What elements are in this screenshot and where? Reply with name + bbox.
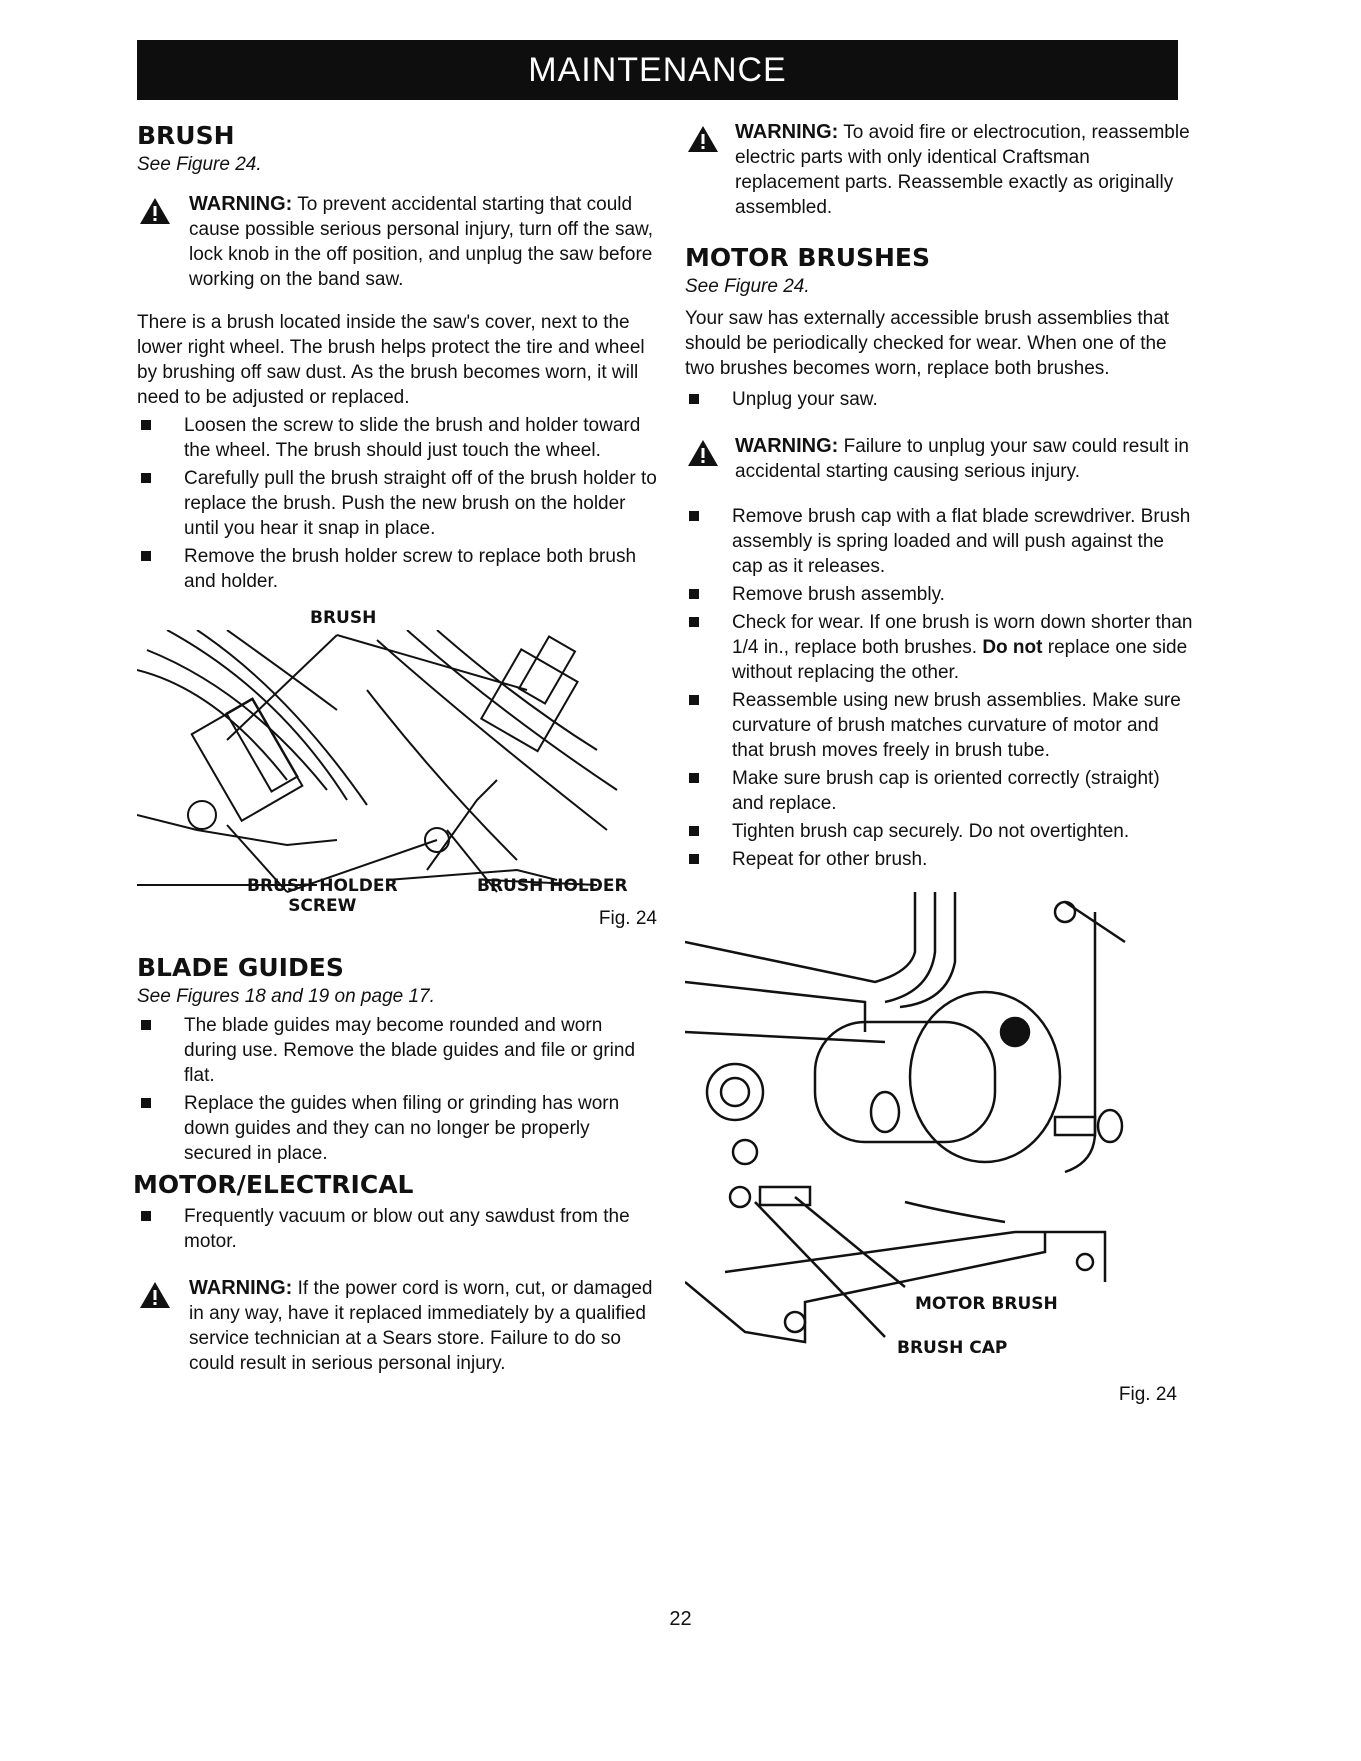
figure-caption: Fig. 24 — [1118, 1384, 1177, 1405]
figure-label-brush-cap: BRUSH CAP — [897, 1338, 1008, 1358]
motor-electrical-warning-label: WARNING: — [189, 1277, 293, 1299]
list-item: Make sure brush cap is oriented correctl… — [685, 766, 1195, 816]
list-item: Unplug your saw. — [685, 387, 1195, 412]
motor-brushes-steps: Remove brush cap with a flat blade screw… — [685, 504, 1195, 872]
bullet-icon — [689, 773, 699, 783]
list-item: Remove brush assembly. — [685, 582, 1195, 607]
list-item: Replace the guides when filing or grindi… — [137, 1091, 657, 1166]
blade-guides-see-figure: See Figures 18 and 19 on page 17. — [137, 986, 435, 1007]
motor-brushes-warning-text: Failure to unplug your saw could result … — [735, 436, 1189, 482]
brush-warning-text: To prevent accidental starting that coul… — [189, 194, 653, 290]
list-item: Remove brush cap with a flat blade screw… — [685, 504, 1195, 579]
motor-brush-illustration — [685, 892, 1126, 1344]
page-number: 22 — [669, 1608, 692, 1630]
brush-warning-label: WARNING: — [189, 193, 293, 215]
brush-steps: Loosen the screw to slide the brush and … — [137, 413, 657, 594]
motor-electrical-warning: WARNING: If the power cord is worn, cut,… — [137, 1276, 657, 1376]
list-item: Frequently vacuum or blow out any sawdus… — [137, 1204, 657, 1254]
motor-brushes-unplug-step: Unplug your saw. — [685, 387, 1195, 412]
right-column: WARNING: To avoid fire or electrocution,… — [685, 120, 1195, 1422]
motor-brush-figure: MOTOR BRUSH BRUSH CAP Fig. 24 — [685, 892, 1195, 1422]
warning-triangle-icon — [688, 126, 718, 152]
bullet-icon — [689, 617, 699, 627]
motor-electrical-steps: Frequently vacuum or blow out any sawdus… — [137, 1204, 657, 1254]
bullet-icon — [141, 551, 151, 561]
list-item: Remove the brush holder screw to replace… — [137, 544, 657, 594]
bullet-icon — [141, 1098, 151, 1108]
motor-brushes-see-figure: See Figure 24. — [685, 276, 810, 297]
warning-triangle-icon — [140, 198, 170, 224]
electrical-parts-warning: WARNING: To avoid fire or electrocution,… — [685, 120, 1195, 220]
bullet-icon — [141, 1020, 151, 1030]
page-header-title: MAINTENANCE — [528, 50, 787, 89]
warning-triangle-icon — [688, 440, 718, 466]
electrical-parts-warning-label: WARNING: — [735, 121, 839, 143]
list-item: The blade guides may become rounded and … — [137, 1013, 657, 1088]
brush-intro: There is a brush located inside the saw'… — [137, 312, 645, 408]
brush-warning: WARNING: To prevent accidental starting … — [137, 192, 657, 292]
list-item: Repeat for other brush. — [685, 847, 1195, 872]
bullet-icon — [689, 695, 699, 705]
bullet-icon — [689, 511, 699, 521]
list-item: Loosen the screw to slide the brush and … — [137, 413, 657, 463]
electrical-parts-warning-text: To avoid fire or electrocution, reassemb… — [735, 122, 1190, 218]
blade-guides-heading: BLADE GUIDES — [137, 953, 344, 982]
motor-brushes-warning: WARNING: Failure to unplug your saw coul… — [685, 434, 1195, 484]
bullet-icon — [689, 589, 699, 599]
figure-label-brush: BRUSH — [310, 608, 377, 628]
motor-brushes-warning-label: WARNING: — [735, 435, 839, 457]
brush-figure: BRUSH BRUSH HOLDER SCREW BRUSH HOLDER Fi… — [137, 602, 657, 942]
motor-brushes-intro: Your saw has externally accessible brush… — [685, 308, 1170, 379]
bullet-icon — [141, 1211, 151, 1221]
motor-electrical-heading: MOTOR/ELECTRICAL — [133, 1170, 414, 1199]
list-item: Reassemble using new brush assemblies. M… — [685, 688, 1195, 763]
figure-label-brush-holder: BRUSH HOLDER — [477, 876, 628, 896]
brush-illustration — [137, 630, 618, 893]
list-item: Carefully pull the brush straight off of… — [137, 466, 657, 541]
figure-label-brush-holder-screw: BRUSH HOLDER SCREW — [247, 876, 398, 916]
brush-heading: BRUSH — [137, 121, 235, 150]
figure-caption: Fig. 24 — [598, 908, 657, 929]
list-item: Check for wear. If one brush is worn dow… — [685, 610, 1195, 685]
left-column: BRUSH See Figure 24. WARNING: To prevent… — [133, 120, 657, 1376]
motor-brushes-heading: MOTOR BRUSHES — [685, 243, 931, 272]
bullet-icon — [689, 854, 699, 864]
bullet-icon — [141, 473, 151, 483]
bullet-icon — [141, 420, 151, 430]
brush-see-figure: See Figure 24. — [137, 154, 262, 175]
warning-triangle-icon — [140, 1282, 170, 1308]
page-header-banner: MAINTENANCE — [137, 40, 1178, 100]
blade-guides-steps: The blade guides may become rounded and … — [137, 1013, 657, 1166]
motor-electrical-warning-text: If the power cord is worn, cut, or damag… — [189, 1278, 653, 1374]
figure-label-motor-brush: MOTOR BRUSH — [915, 1294, 1058, 1314]
bullet-icon — [689, 394, 699, 404]
list-item: Tighten brush cap securely. Do not overt… — [685, 819, 1195, 844]
bullet-icon — [689, 826, 699, 836]
